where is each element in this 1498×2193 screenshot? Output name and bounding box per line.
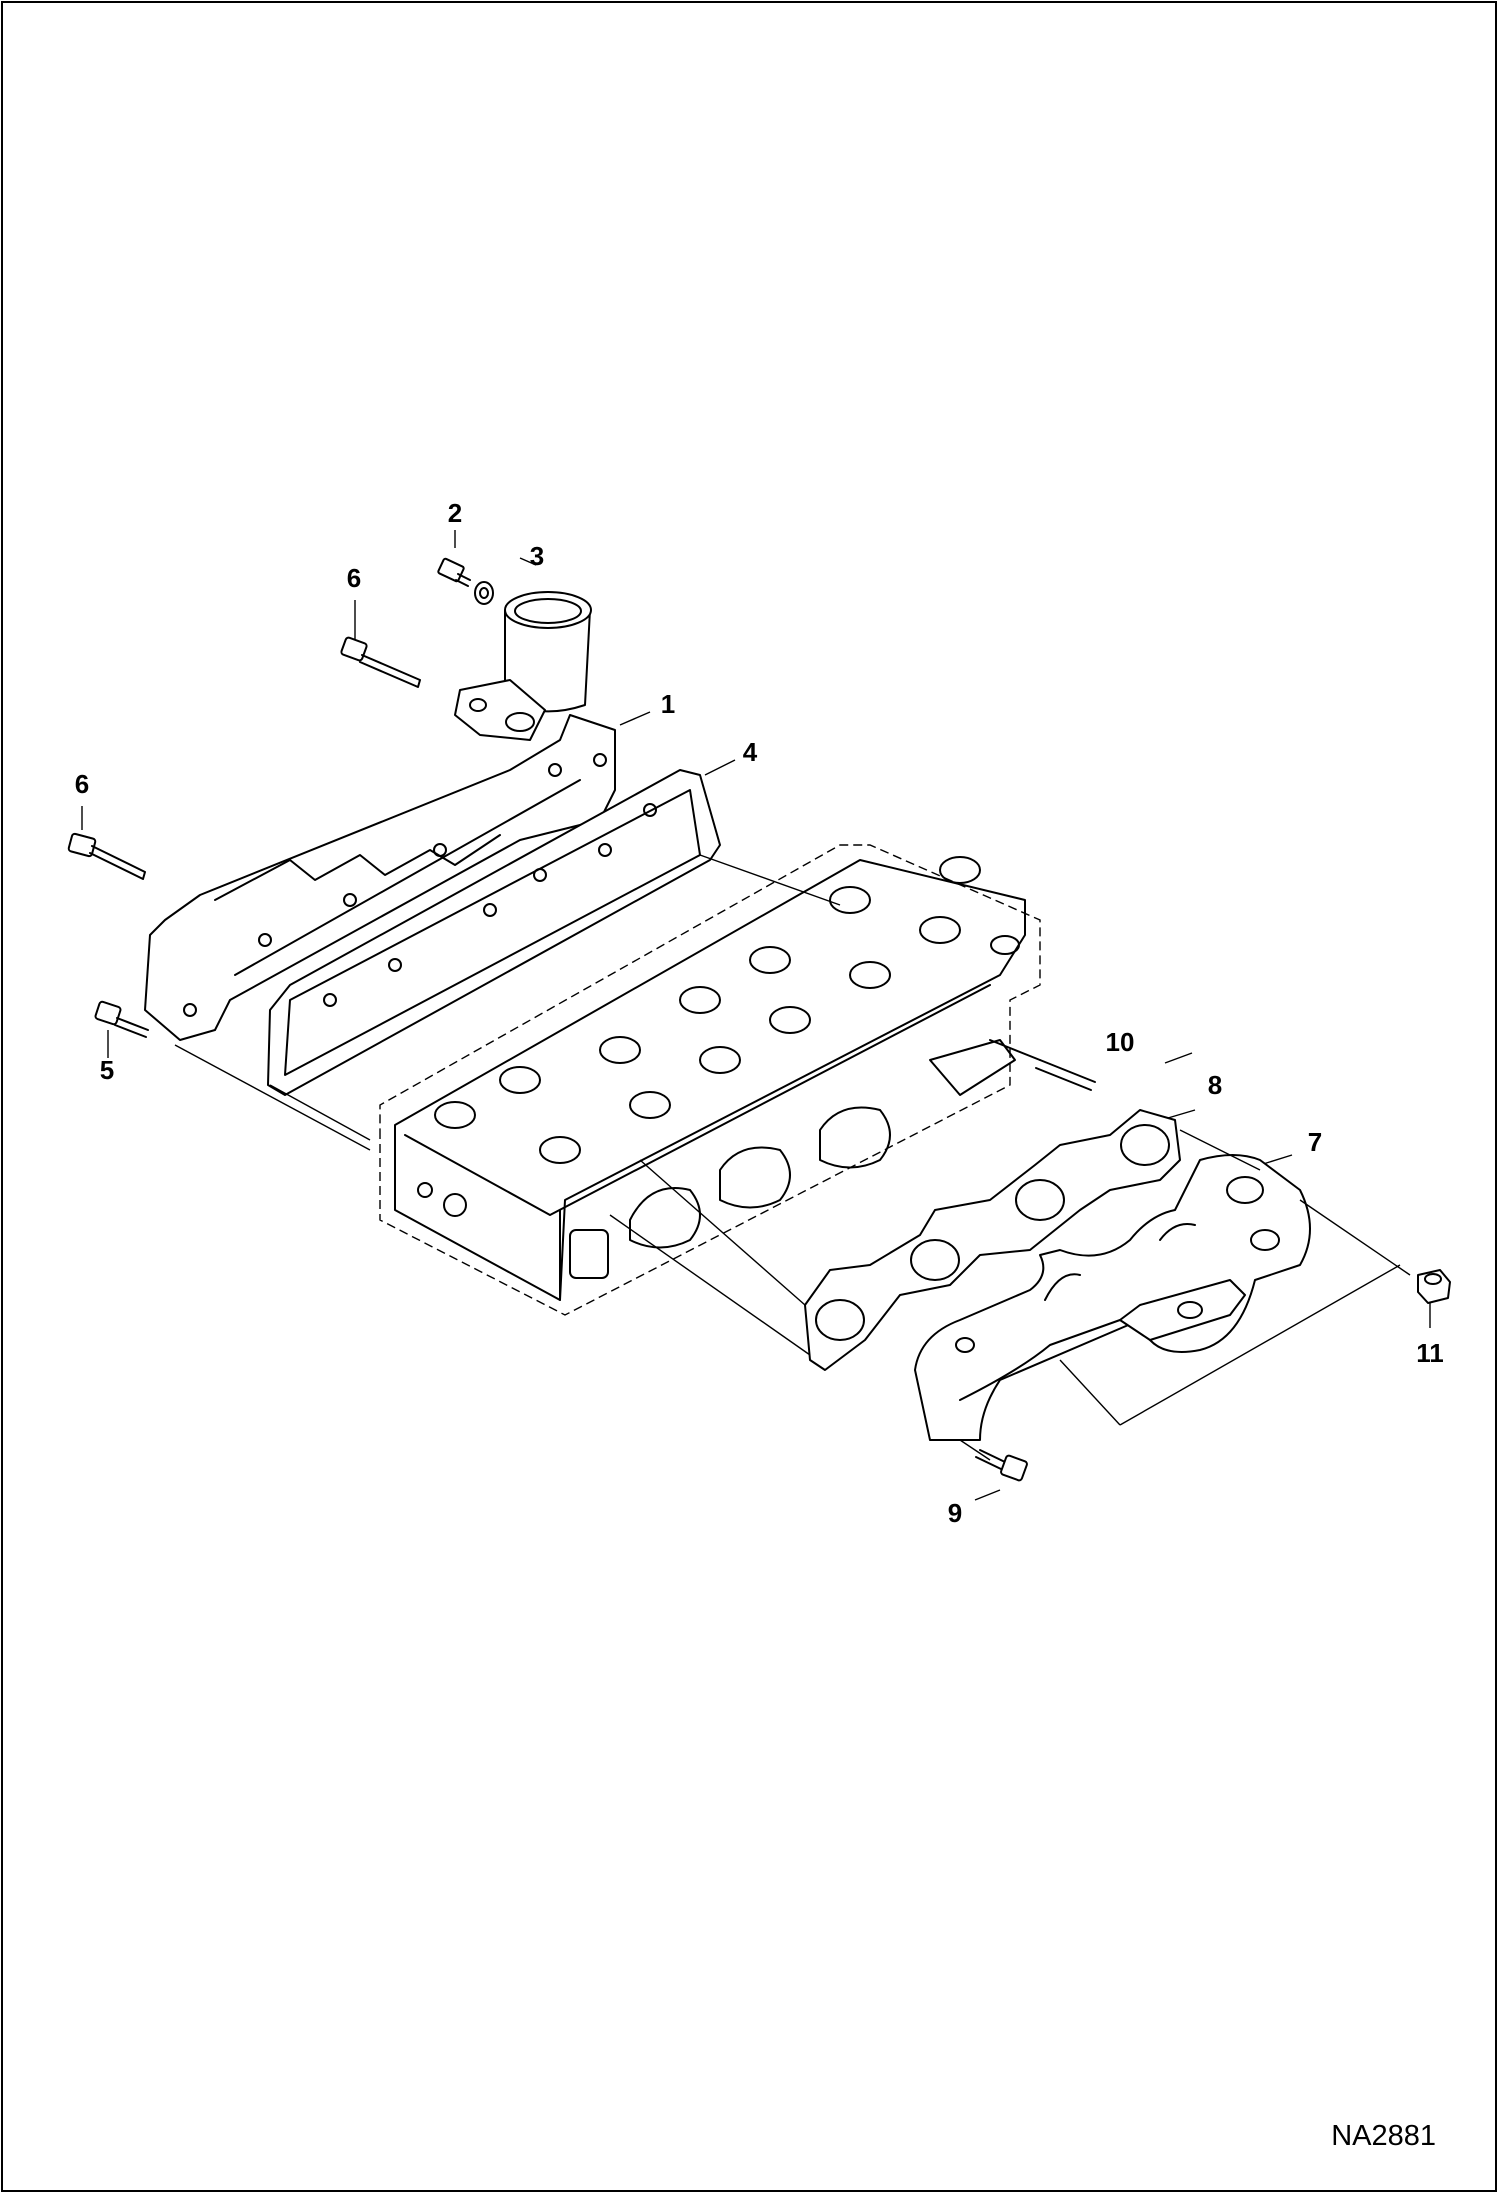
- callout-3: 3: [529, 541, 545, 571]
- callout-7: 7: [1307, 1127, 1323, 1157]
- callout-6-lower: 6: [74, 769, 90, 799]
- callout-2: 2: [447, 498, 463, 528]
- exhaust-stud: [989, 1039, 1096, 1091]
- exhaust-gasket: [804, 1109, 1181, 1371]
- leader-lines: [81, 530, 1431, 1501]
- callout-4: 4: [742, 737, 758, 767]
- assembly-leaders-intake: [174, 854, 841, 1151]
- callout-9: 9: [947, 1498, 963, 1528]
- figure-id: NA2881: [1331, 2120, 1436, 2152]
- sensor-fitting: [437, 557, 494, 605]
- callout-5: 5: [99, 1055, 115, 1085]
- callout-1: 1: [660, 689, 676, 719]
- cylinder-head-block: [379, 844, 1041, 1316]
- cylinder-ports: [434, 856, 1020, 1164]
- bolts-intake: [67, 636, 421, 1038]
- exhaust-manifold: [914, 1154, 1311, 1441]
- intake-manifold: [144, 591, 616, 1041]
- manifold-nut: [1417, 1269, 1451, 1304]
- manifold-bolt: [975, 1449, 1028, 1482]
- assembly-leaders-exhaust: [609, 1129, 1411, 1461]
- callout-6-upper: 6: [346, 563, 362, 593]
- callout-8: 8: [1207, 1070, 1223, 1100]
- callout-10: 10: [1105, 1027, 1135, 1057]
- callout-11: 11: [1416, 1338, 1444, 1368]
